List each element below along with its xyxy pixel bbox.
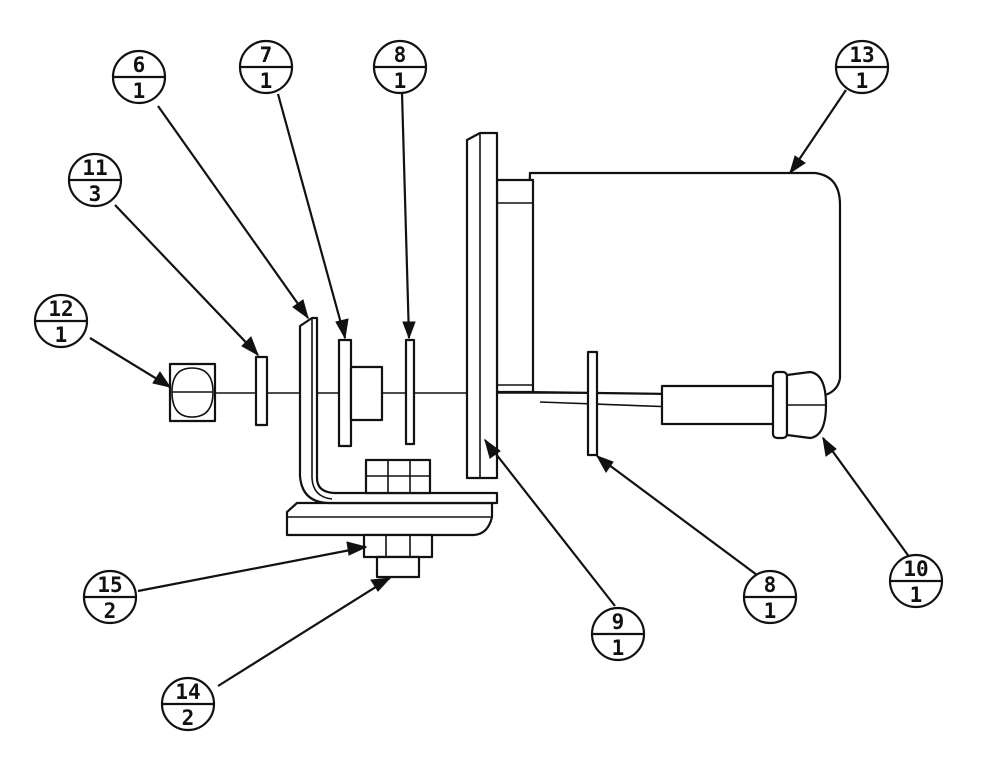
leader-lines [89, 89, 911, 687]
leader-10 [822, 436, 911, 559]
base-plate [285, 501, 494, 537]
callout-item-number: 8 [764, 573, 777, 597]
callout-quantity: 1 [856, 69, 869, 93]
callout-quantity: 1 [260, 69, 273, 93]
motor-shaft-line [539, 401, 676, 408]
callout-8-bottom: 8 1 [742, 569, 798, 625]
washer-8-lower [586, 350, 599, 457]
callout-quantity: 1 [612, 636, 625, 660]
callout-item-number: 11 [82, 156, 107, 180]
callout-balloons: 6 1 7 1 8 1 11 3 12 1 [33, 39, 944, 732]
callout-item-number: 9 [612, 610, 625, 634]
callout-quantity: 2 [104, 599, 117, 623]
callout-item-number: 15 [97, 573, 122, 597]
leader-6 [157, 105, 309, 320]
callout-11: 11 3 [67, 152, 123, 208]
callout-15: 15 2 [82, 569, 138, 625]
callout-12: 12 1 [33, 293, 89, 349]
leader-7 [276, 93, 349, 340]
callout-quantity: 3 [89, 182, 102, 206]
callout-item-number: 8 [394, 43, 407, 67]
leader-11 [114, 204, 259, 357]
washer-and-spacer-7 [337, 338, 384, 448]
washer-11 [254, 355, 269, 427]
washer-8-upper [404, 338, 416, 446]
callout-quantity: 2 [182, 706, 195, 730]
callout-quantity: 1 [764, 599, 777, 623]
callout-10: 10 1 [888, 553, 944, 609]
callout-quantity: 1 [910, 583, 923, 607]
leader-8-top [400, 92, 416, 340]
leader-8-bottom [595, 455, 758, 576]
parts-group [168, 131, 842, 579]
callout-item-number: 14 [175, 680, 200, 704]
motor-housing [495, 171, 842, 398]
callout-8-top: 8 1 [372, 39, 428, 95]
callout-item-number: 7 [260, 43, 273, 67]
callout-13: 13 1 [834, 39, 890, 95]
hex-nut-on-base [364, 458, 432, 495]
callout-item-number: 12 [48, 297, 73, 321]
cap-nut [168, 362, 217, 423]
leader-15 [137, 541, 368, 593]
flange-bolt [660, 370, 828, 440]
leader-12 [89, 337, 172, 388]
callout-6-top: 6 1 [111, 49, 167, 105]
callout-quantity: 1 [394, 69, 407, 93]
bottom-nut-stack [362, 533, 434, 579]
callout-7-top: 7 1 [238, 39, 294, 95]
callout-quantity: 1 [133, 79, 146, 103]
leader-9 [484, 438, 616, 607]
leader-14 [217, 577, 392, 687]
callout-9: 9 1 [590, 606, 646, 662]
callout-14: 14 2 [160, 676, 216, 732]
callout-item-number: 10 [903, 557, 928, 581]
leader-13 [789, 89, 847, 175]
callout-item-number: 13 [849, 43, 874, 67]
vertical-plate [465, 131, 499, 480]
callout-quantity: 1 [55, 323, 68, 347]
callout-item-number: 6 [133, 53, 146, 77]
